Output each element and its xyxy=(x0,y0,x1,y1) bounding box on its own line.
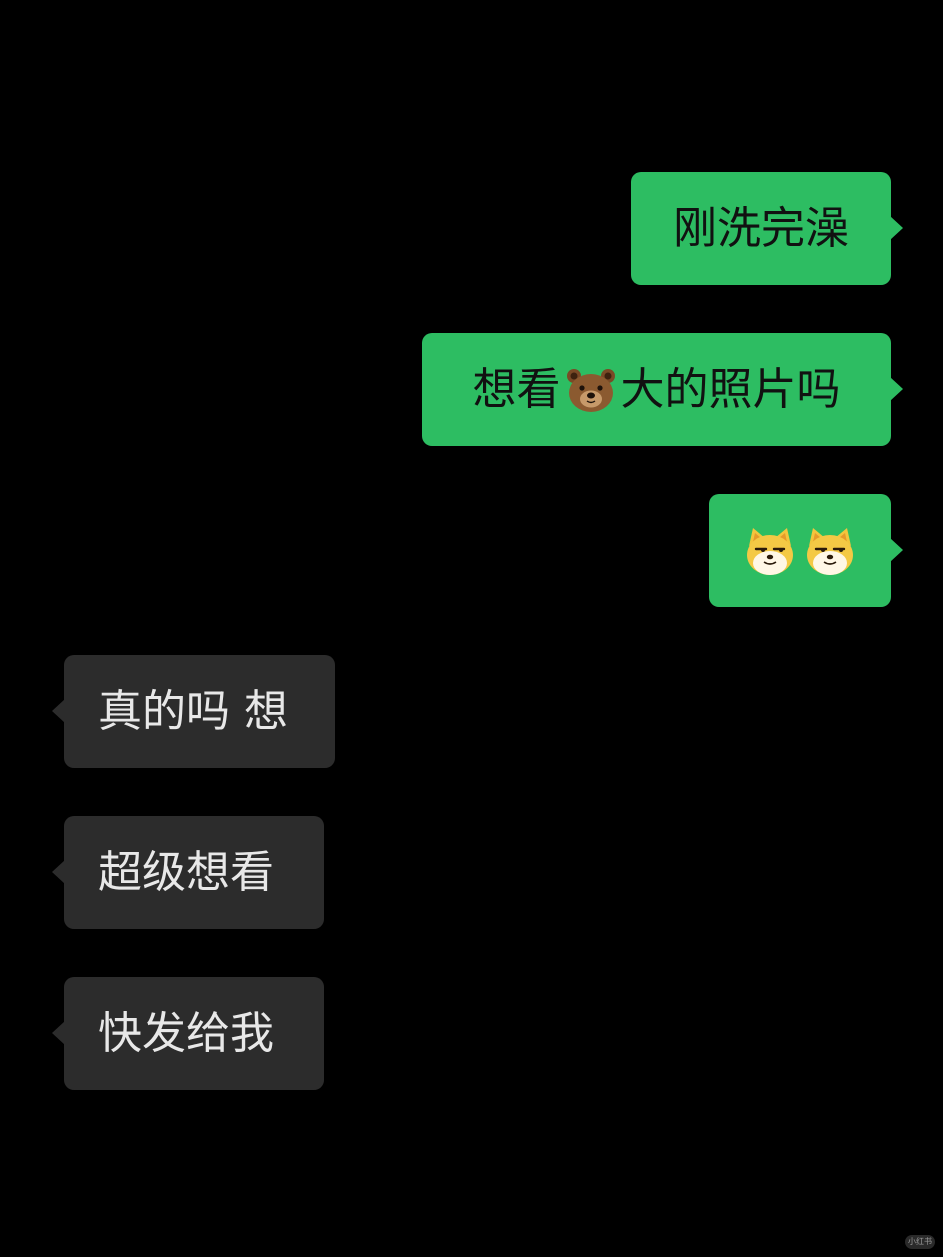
bear-face-icon xyxy=(566,368,615,412)
message-text: 想看 xyxy=(472,363,561,415)
watermark-logo: 小红书 xyxy=(905,1235,935,1249)
message-text: 快发给我 xyxy=(98,1007,274,1059)
outgoing-message-bubble[interactable]: 想看 大的照片吗 xyxy=(422,333,903,446)
outgoing-message-bubble[interactable]: 刚洗完澡 xyxy=(631,172,903,285)
message-text: 刚洗完澡 xyxy=(673,202,849,254)
watermark-text: 小红书 xyxy=(908,1237,932,1246)
outgoing-message-bubble[interactable] xyxy=(709,494,903,607)
incoming-message-bubble[interactable]: 真的吗 想 xyxy=(52,655,335,768)
message-text: 大的照片吗 xyxy=(620,363,841,415)
message-text: 真的吗 想 xyxy=(98,685,288,737)
doge-icon xyxy=(747,527,793,575)
incoming-message-bubble[interactable]: 超级想看 xyxy=(52,816,324,929)
message-text: 超级想看 xyxy=(98,846,274,898)
incoming-message-bubble[interactable]: 快发给我 xyxy=(52,977,324,1090)
doge-icon xyxy=(807,527,853,575)
